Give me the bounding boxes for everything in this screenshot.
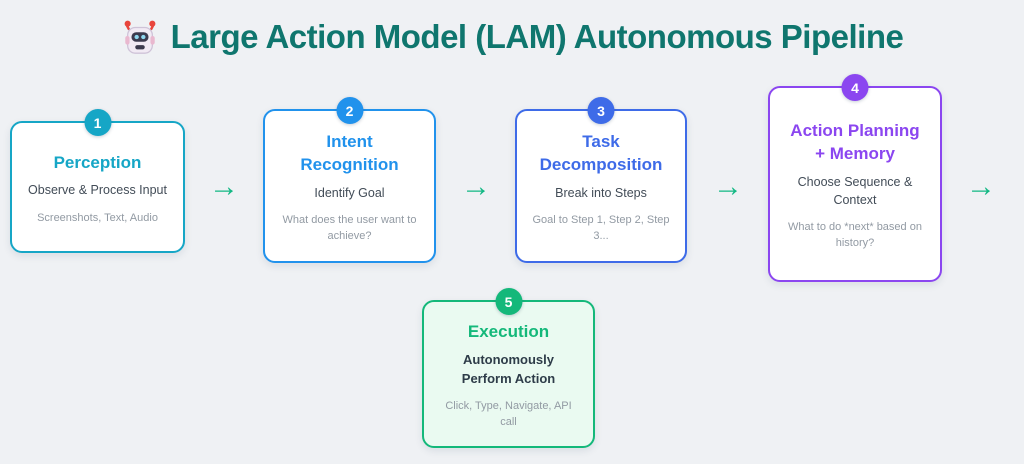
step-title: Task Decomposition (539, 132, 663, 174)
flow-arrow-3: → (713, 170, 743, 203)
step-number-badge: 5 (495, 288, 522, 315)
flow-arrow-1: → (209, 170, 239, 203)
flow-arrow-4: → (966, 170, 996, 203)
step-card-perception: 1 Perception Observe & Process Input Scr… (10, 109, 185, 253)
step-number-badge: 2 (336, 97, 363, 124)
step-subtitle: Autonomously Perform Action (461, 351, 556, 386)
step-card-task-decomposition: 3 Task Decomposition Break into Steps Go… (515, 97, 687, 263)
step-card-action-planning-memory: 4 Action Planning + Memory Choose Sequen… (768, 74, 942, 282)
step-detail: Screenshots, Text, Audio (37, 211, 158, 224)
step-title: Perception (53, 152, 142, 172)
step-detail: What to do *next* based on history? (788, 221, 922, 250)
page-header: Large Action Model (LAM) Autonomous Pipe… (0, 10, 1024, 64)
step-subtitle: Break into Steps (555, 185, 647, 200)
step-number-badge: 4 (841, 74, 869, 101)
step-subtitle: Identify Goal (314, 185, 385, 200)
step-detail: Goal to Step 1, Step 2, Step 3... (532, 214, 670, 242)
step-card-execution: 5 Execution Autonomously Perform Action … (422, 288, 595, 448)
step-detail: What does the user want to achieve? (282, 214, 417, 242)
step-number-badge: 1 (84, 109, 111, 136)
step-number-badge: 3 (587, 97, 615, 124)
step-detail: Click, Type, Navigate, API call (445, 400, 572, 429)
step-subtitle: Observe & Process Input (28, 183, 167, 198)
robot-icon (124, 20, 156, 54)
step-title: Intent Recognition (300, 132, 399, 174)
flow-arrow-2: → (461, 170, 491, 203)
step-card-intent-recognition: 2 Intent Recognition Identify Goal What … (263, 97, 436, 263)
step-title: Action Planning + Memory (790, 121, 920, 163)
step-title: Execution (467, 321, 550, 341)
step-subtitle: Choose Sequence & Context (797, 174, 913, 207)
page-title: Large Action Model (LAM) Autonomous Pipe… (170, 18, 904, 55)
